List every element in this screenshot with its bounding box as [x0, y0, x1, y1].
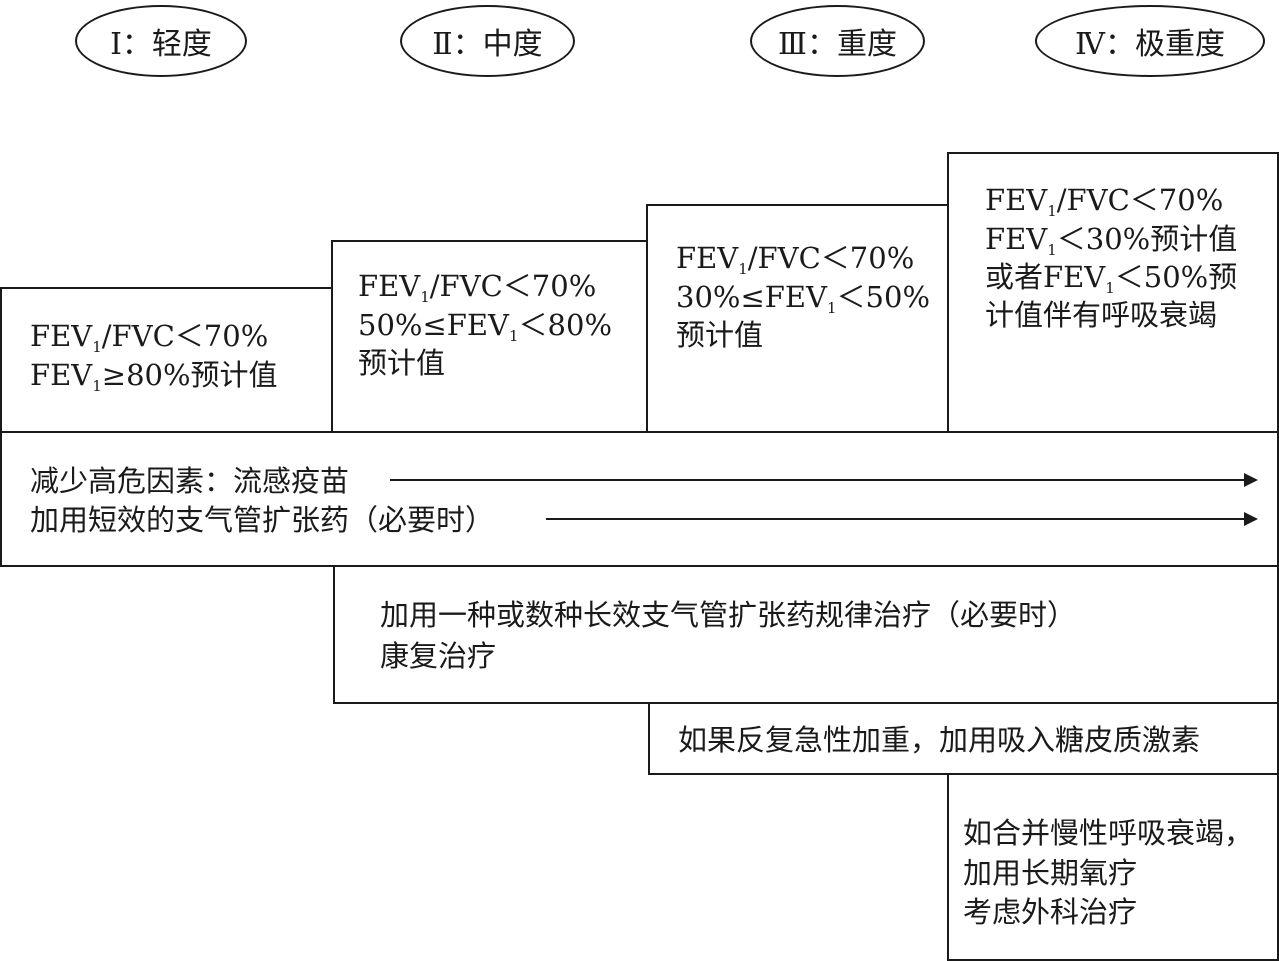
stage-2-label: Ⅱ：中度: [432, 27, 543, 62]
criteria-box-mild: [0, 287, 333, 433]
treatment-very-severe-line2: 加用长期氧疗: [963, 856, 1138, 890]
stage-3-label: Ⅲ：重度: [778, 27, 897, 62]
treatment-moderate-line2: 康复治疗: [380, 639, 497, 673]
treatment-box-all-stages: [0, 431, 1279, 567]
criteria-very-severe-line1: FEV1/FVC＜70%: [985, 183, 1224, 220]
treatment-moderate-line1: 加用一种或数种长效支气管扩张药规律治疗（必要时）: [380, 598, 1077, 632]
criteria-moderate-line3: 预计值: [358, 346, 446, 380]
criteria-moderate-line2: 50%≤FEV1＜80%: [358, 308, 613, 345]
criteria-severe-line1: FEV1/FVC＜70%: [676, 241, 915, 278]
treatment-all-line1: 减少高危因素：流感疫苗: [30, 464, 350, 498]
criteria-very-severe-line4: 计值伴有呼吸衰竭: [985, 298, 1218, 332]
stage-4-pill: Ⅳ：极重度: [1035, 5, 1265, 77]
criteria-very-severe-line2: FEV1＜30%预计值: [985, 222, 1238, 259]
treatment-very-severe-line3: 考虑外科治疗: [963, 895, 1138, 929]
treatment-box-from-moderate: [333, 565, 1279, 704]
treatment-very-severe-line1: 如合并慢性呼吸衰竭，: [963, 816, 1254, 850]
stage-1-pill: Ⅰ：轻度: [75, 5, 247, 77]
stage-1-label: Ⅰ：轻度: [110, 27, 212, 62]
treatment-all-arrow1: [390, 473, 1258, 487]
treatment-box-very-severe: [947, 773, 1279, 961]
treatment-severe-line1: 如果反复急性加重，加用吸入糖皮质激素: [678, 723, 1201, 757]
treatment-all-line2: 加用短效的支气管扩张药（必要时）: [30, 503, 495, 537]
treatment-all-arrow2: [546, 512, 1258, 526]
treatment-box-from-severe: [648, 702, 1279, 775]
criteria-mild-line1: FEV1/FVC＜70%: [30, 319, 269, 356]
criteria-box-moderate: [331, 240, 648, 433]
criteria-moderate-line1: FEV1/FVC＜70%: [358, 269, 597, 306]
criteria-severe-line2: 30%≤FEV1＜50%: [676, 280, 931, 317]
stage-4-label: Ⅳ：极重度: [1075, 27, 1225, 62]
stage-2-pill: Ⅱ：中度: [400, 5, 575, 77]
stage-3-pill: Ⅲ：重度: [750, 5, 925, 77]
criteria-very-severe-line3: 或者FEV1＜50%预: [985, 260, 1238, 297]
criteria-mild-line2: FEV1≥80%预计值: [30, 358, 278, 395]
criteria-box-very-severe: [947, 152, 1279, 433]
criteria-severe-line3: 预计值: [676, 318, 764, 352]
